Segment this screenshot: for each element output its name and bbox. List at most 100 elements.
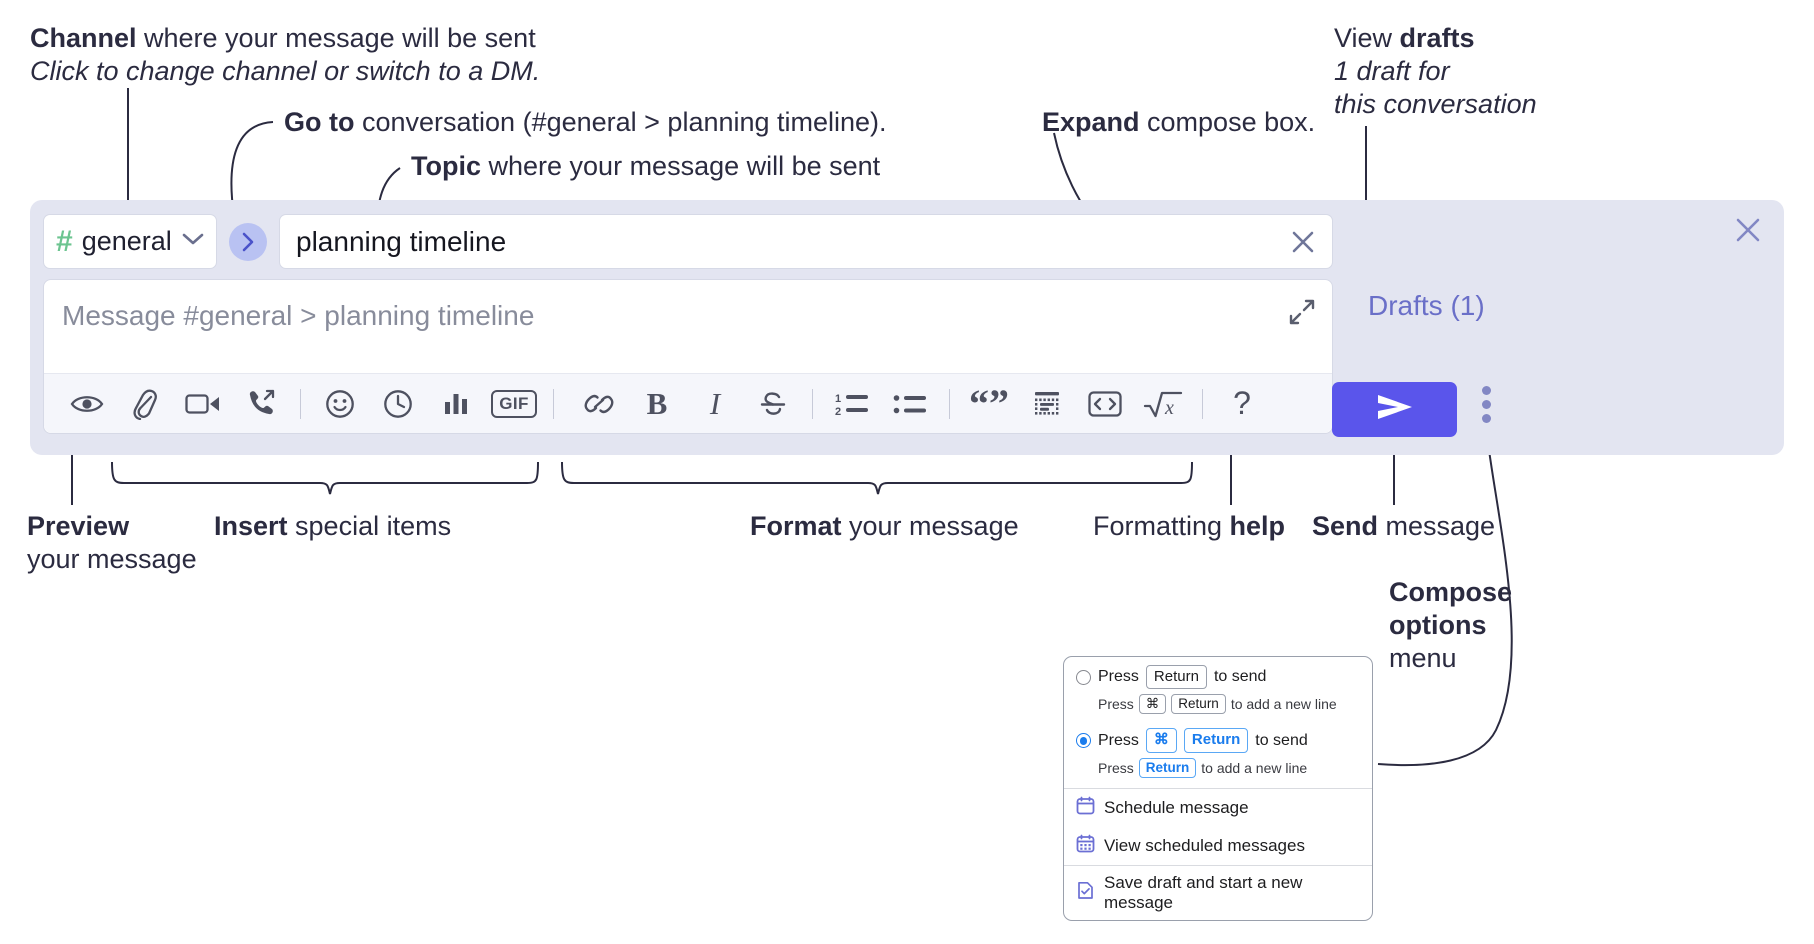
annotation-compose-options: Compose options menu [1389, 576, 1512, 675]
gif-label: GIF [491, 389, 537, 418]
annotation-preview: Preview your message [27, 510, 197, 576]
annotation-drafts-italic1: 1 draft for [1334, 55, 1450, 86]
option2-pre: Press [1098, 731, 1139, 749]
close-icon[interactable] [1732, 214, 1764, 251]
channel-selector[interactable]: # general [43, 214, 217, 269]
help-icon[interactable]: ? [1213, 380, 1271, 428]
send-option-cmd-return-line: Press ⌘ Return to send [1076, 728, 1360, 753]
gif-icon[interactable]: GIF [485, 380, 543, 428]
annotation-compose-options-rest: menu [1389, 642, 1457, 673]
compose-inner: # general planning timeline [43, 214, 1333, 434]
bold-icon[interactable]: B [628, 380, 686, 428]
annotation-channel-rest: where your message will be sent [136, 23, 536, 53]
topic-value: planning timeline [296, 225, 507, 257]
option2-sub-post: to add a new line [1201, 759, 1308, 776]
code-icon[interactable] [1076, 380, 1134, 428]
menu-divider [1064, 787, 1372, 789]
annotation-drafts-normal: View [1334, 23, 1400, 53]
svg-text:1: 1 [835, 393, 841, 405]
strikethrough-icon[interactable] [744, 380, 802, 428]
annotation-send-rest: message [1378, 511, 1496, 541]
annotation-drafts-bold: drafts [1399, 23, 1475, 53]
attachment-icon[interactable] [116, 380, 174, 428]
svg-text:2: 2 [835, 406, 841, 418]
annotation-expand-bold: Expand [1042, 107, 1140, 137]
message-placeholder: Message #general > planning timeline [62, 300, 535, 331]
drafts-link[interactable]: Drafts (1) [1368, 290, 1485, 321]
toolbar-separator [553, 388, 554, 419]
goto-conversation-button[interactable] [229, 222, 267, 261]
annotation-channel: Channel where your message will be sent … [30, 22, 540, 88]
audio-call-icon[interactable] [232, 380, 290, 428]
message-input-box[interactable]: Message #general > planning timeline [43, 279, 1333, 434]
annotation-channel-italic: Click to change channel or switch to a D… [30, 55, 541, 86]
annotation-help: Formatting help [1093, 510, 1285, 543]
radio-cmd-return[interactable] [1076, 733, 1091, 749]
send-option-cmd-return-sub: Press Return to add a new line [1098, 757, 1360, 778]
compose-panel: # general planning timeline [30, 200, 1784, 455]
help-label: ? [1233, 385, 1251, 421]
clock-icon[interactable] [369, 380, 427, 428]
menu-item-schedule-message[interactable]: Schedule message [1064, 789, 1372, 827]
send-icon [1372, 390, 1418, 429]
compose-options-menu: Press Return to send Press ⌘ Return to a… [1063, 656, 1373, 921]
annotation-format-rest: your message [841, 511, 1019, 541]
annotation-format-bold: Format [750, 511, 842, 541]
toolbar-separator [812, 388, 813, 419]
option1-sub-post: to add a new line [1230, 696, 1337, 713]
kebab-dot [1482, 386, 1491, 395]
annotation-insert-rest: special items [287, 511, 452, 541]
topic-field[interactable]: planning timeline [279, 214, 1333, 269]
video-icon[interactable] [174, 380, 232, 428]
kbd-return: Return [1145, 665, 1207, 690]
option1-sub-pre: Press [1098, 696, 1134, 713]
save-draft-icon [1076, 881, 1095, 905]
blockquote-icon[interactable]: “” [960, 380, 1018, 428]
more-options-icon[interactable] [1482, 386, 1491, 423]
annotation-goto: Go to conversation (#general > planning … [284, 106, 887, 139]
brace-insert [111, 461, 539, 495]
annotation-compose-options-bold1: Compose [1389, 577, 1513, 607]
annotation-compose-options-bold2: options [1389, 609, 1487, 640]
kebab-dot [1482, 400, 1491, 409]
link-icon[interactable] [570, 380, 628, 428]
menu-item-view-scheduled-messages[interactable]: View scheduled messages [1064, 827, 1372, 865]
toolbar-separator [1202, 388, 1203, 419]
menu-item-label: View scheduled messages [1104, 835, 1305, 855]
annotation-format: Format your message [750, 510, 1019, 543]
code-block-icon[interactable] [1018, 380, 1076, 428]
annotation-goto-bold: Go to [284, 107, 355, 137]
option1-post: to send [1213, 668, 1267, 686]
bulleted-list-icon[interactable] [881, 380, 939, 428]
calendar-icon [1076, 796, 1095, 820]
annotation-topic: Topic where your message will be sent [411, 150, 880, 183]
option2-post: to send [1255, 731, 1308, 749]
channel-name: general [81, 226, 172, 256]
send-option-cmd-return[interactable]: Press ⌘ Return to send Press Return to a… [1064, 720, 1372, 787]
menu-item-save-draft[interactable]: Save draft and start a new message [1064, 866, 1372, 920]
option1-pre: Press [1098, 668, 1139, 686]
annotation-help-normal: Formatting [1093, 511, 1230, 541]
preview-icon[interactable] [58, 380, 116, 428]
compose-top-row: # general planning timeline [43, 214, 1333, 269]
annotation-drafts: View drafts 1 draft for this conversatio… [1334, 22, 1537, 121]
menu-item-label: Schedule message [1104, 797, 1249, 817]
annotation-send: Send message [1312, 510, 1495, 543]
italic-icon[interactable]: I [686, 380, 744, 428]
annotation-preview-bold: Preview [27, 511, 130, 541]
emoji-icon[interactable] [311, 380, 369, 428]
annotation-topic-rest: where your message will be sent [481, 151, 881, 181]
send-button[interactable] [1332, 382, 1457, 437]
close-icon[interactable] [1288, 227, 1318, 257]
poll-icon[interactable] [427, 380, 485, 428]
expand-icon[interactable] [1288, 298, 1316, 331]
annotation-preview-rest: your message [27, 543, 197, 574]
math-icon[interactable]: x [1134, 380, 1192, 428]
radio-return[interactable] [1076, 669, 1091, 685]
annotation-send-bold: Send [1312, 511, 1379, 541]
send-option-return[interactable]: Press Return to send Press ⌘ Return to a… [1064, 657, 1372, 720]
chevron-down-icon [182, 232, 204, 251]
